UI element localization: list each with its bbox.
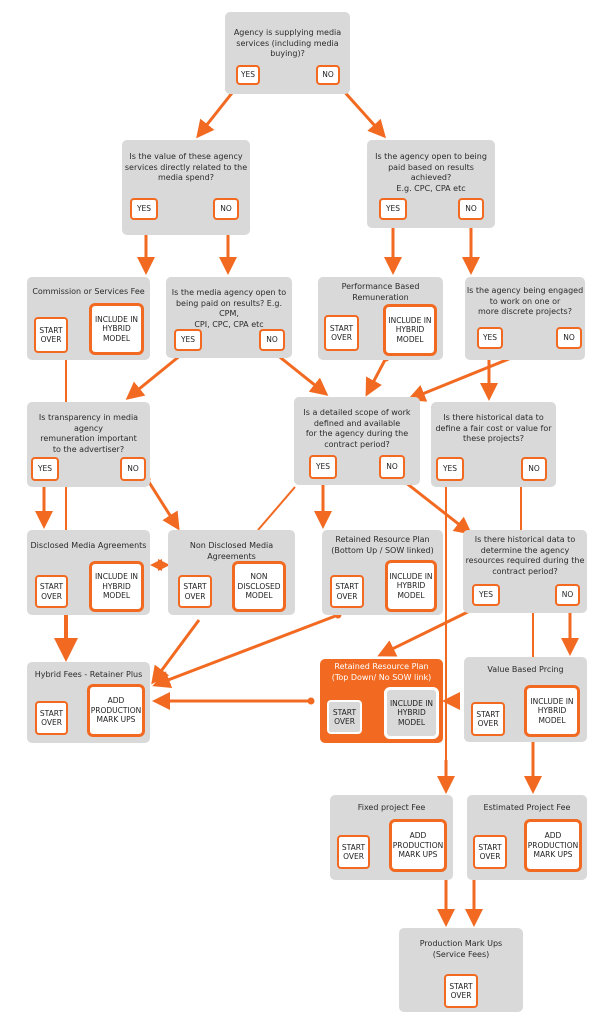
yes-button[interactable]: YES: [31, 457, 59, 481]
connector-arrow: [152, 613, 339, 689]
node-title: Fixed project Fee: [357, 803, 426, 812]
yes-button[interactable]: YES: [379, 198, 407, 220]
start-over-button[interactable]: START OVER: [178, 575, 212, 608]
no-button[interactable]: NO: [555, 584, 580, 606]
no-button[interactable]: NO: [316, 65, 340, 85]
connector-arrow: [145, 478, 180, 531]
yes-button[interactable]: YES: [472, 584, 500, 606]
node-title: Is the agency open to being paid based o…: [375, 152, 487, 193]
node-title: Is the value of these agency services di…: [124, 152, 248, 182]
node-non-disclosed-media-agreements: Non Disclosed Media Agreements START OVE…: [168, 530, 295, 615]
node-title: Value Based Prcing: [487, 665, 564, 674]
node-title: Estimated Project Fee: [483, 803, 571, 812]
node-performance-based-remuneration: Performance Based Remuneration START OVE…: [318, 277, 443, 360]
connector-arrow: [257, 486, 296, 531]
node-hybrid-fees-retainer-plus: Hybrid Fees - Retainer Plus START OVER A…: [27, 662, 150, 743]
connector-arrow: [339, 86, 387, 139]
start-over-button[interactable]: START OVER: [473, 835, 507, 869]
connector-dot: [307, 697, 315, 705]
include-in-hybrid-model-button[interactable]: INCLUDE IN HYBRID MODEL: [384, 687, 439, 739]
node-title: Is the media agency open to being paid o…: [171, 288, 287, 329]
include-in-hybrid-model-button[interactable]: INCLUDE IN HYBRID MODEL: [385, 560, 437, 612]
no-button[interactable]: NO: [213, 198, 239, 220]
node-retained-resource-plan-bottom-up: Retained Resource Plan (Bottom Up / SOW …: [322, 530, 443, 615]
start-over-button[interactable]: START OVER: [444, 974, 478, 1008]
node-disclosed-media-agreements: Disclosed Media Agreements START OVER IN…: [27, 530, 150, 615]
node-title: Commission or Services Fee: [32, 287, 145, 296]
node-media-agency-paid-on-results: Is the media agency open to being paid o…: [166, 277, 292, 358]
add-production-mark-ups-button[interactable]: ADD PRODUCTION MARK UPS: [389, 819, 447, 872]
yes-button[interactable]: YES: [309, 455, 337, 479]
connector-dot: [451, 697, 459, 705]
yes-button[interactable]: YES: [130, 198, 158, 220]
no-button[interactable]: NO: [259, 329, 285, 351]
node-title: Agency is supplying media services (incl…: [233, 28, 342, 58]
node-title: Retained Resource Plan (Bottom Up / SOW …: [331, 535, 434, 555]
node-production-mark-ups: Production Mark Ups (Service Fees) START…: [399, 928, 523, 1012]
node-title: Disclosed Media Agreements: [30, 541, 147, 550]
no-button[interactable]: NO: [120, 457, 146, 481]
node-title: Production Mark Ups (Service Fees): [419, 939, 503, 959]
yes-button[interactable]: YES: [436, 457, 464, 481]
start-over-button[interactable]: START OVER: [471, 702, 505, 736]
node-value-based-pricing: Value Based Prcing START OVER INCLUDE IN…: [464, 657, 587, 742]
no-button[interactable]: NO: [556, 327, 582, 349]
connector-arrow: [196, 87, 238, 139]
start-over-button[interactable]: START OVER: [324, 315, 359, 351]
node-fixed-project-fee: Fixed project Fee START OVER ADD PRODUCT…: [330, 795, 453, 880]
start-over-button[interactable]: START OVER: [34, 317, 68, 353]
node-title: Is there historical data to define a fai…: [435, 413, 552, 443]
node-value-related-to-spend: Is the value of these agency services di…: [122, 140, 250, 235]
start-over-button[interactable]: START OVER: [330, 575, 364, 608]
no-button[interactable]: NO: [379, 455, 405, 479]
start-over-button[interactable]: START OVER: [327, 700, 362, 734]
connector-arrow: [151, 619, 201, 685]
node-estimated-project-fee: Estimated Project Fee START OVER ADD PRO…: [467, 795, 587, 880]
node-title: Is the agency being engaged to work on o…: [466, 286, 584, 316]
node-title: Is a detailed scope of work defined and …: [303, 408, 411, 449]
node-transparency-important: Is transparency in media agency remunera…: [27, 402, 150, 487]
node-paid-on-results: Is the agency open to being paid based o…: [367, 140, 495, 228]
connector-arrow: [365, 357, 388, 397]
node-discrete-projects: Is the agency being engaged to work on o…: [465, 277, 585, 360]
connector-arrow: [125, 348, 188, 400]
no-button[interactable]: NO: [521, 457, 547, 481]
add-production-mark-ups-button[interactable]: ADD PRODUCTION MARK UPS: [524, 819, 582, 872]
yes-button[interactable]: YES: [236, 65, 260, 85]
node-title: Is there historical data to determine th…: [465, 535, 585, 576]
include-in-hybrid-model-button[interactable]: INCLUDE IN HYBRID MODEL: [89, 561, 144, 612]
include-in-hybrid-model-button[interactable]: INCLUDE IN HYBRID MODEL: [89, 303, 144, 355]
yes-button[interactable]: YES: [477, 327, 503, 349]
node-title: Hybrid Fees - Retainer Plus: [34, 670, 143, 679]
no-button[interactable]: NO: [458, 198, 484, 220]
node-scope-of-work-defined: Is a detailed scope of work defined and …: [294, 397, 420, 485]
node-commission-or-services-fee: Commission or Services Fee START OVER IN…: [27, 277, 150, 360]
yes-button[interactable]: YES: [174, 329, 202, 351]
include-in-hybrid-model-button[interactable]: INCLUDE IN HYBRID MODEL: [524, 685, 580, 737]
node-title: Performance Based Remuneration: [341, 282, 420, 302]
node-title: Non Disclosed Media Agreements: [189, 541, 274, 561]
node-historical-data-resources: Is there historical data to determine th…: [463, 530, 587, 613]
start-over-button[interactable]: START OVER: [337, 835, 370, 869]
node-title: Is transparency in media agency remunera…: [38, 413, 139, 454]
non-disclosed-model-button[interactable]: NON DISCLOSED MODEL: [232, 561, 286, 612]
add-production-mark-ups-button[interactable]: ADD PRODUCTION MARK UPS: [87, 684, 145, 737]
include-in-hybrid-model-button[interactable]: INCLUDE IN HYBRID MODEL: [383, 304, 437, 356]
start-over-button[interactable]: START OVER: [35, 575, 68, 608]
node-title: Retained Resource Plan (Top Down/ No SOW…: [331, 662, 432, 682]
node-retained-resource-plan-top-down: Retained Resource Plan (Top Down/ No SOW…: [320, 659, 443, 743]
start-over-button[interactable]: START OVER: [35, 701, 68, 735]
node-historical-data-projects: Is there historical data to define a fai…: [431, 402, 556, 487]
node-supplying-media-services: Agency is supplying media services (incl…: [225, 12, 350, 94]
